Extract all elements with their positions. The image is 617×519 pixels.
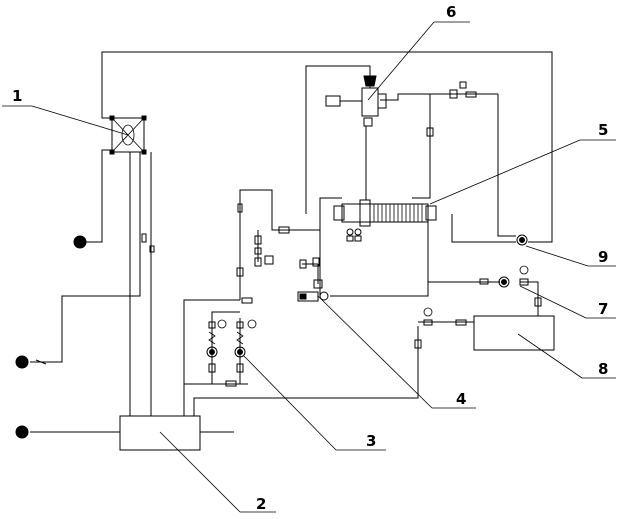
callout-7: 7: [598, 300, 608, 318]
callout-1: 1: [12, 87, 22, 105]
inlet-pumps: [15, 235, 87, 439]
heat-exchanger-5: [333, 199, 437, 242]
top-right-valves: [426, 81, 477, 137]
callout-4: 4: [456, 390, 466, 408]
pump-group-3: [206, 297, 257, 387]
pump-9: [516, 234, 528, 246]
callout-6: 6: [446, 3, 456, 21]
callout-2: 2: [256, 495, 266, 513]
inline-valves: [141, 233, 467, 349]
callout-5: 5: [598, 121, 608, 139]
tank-8: [473, 315, 555, 351]
tank-2: [119, 415, 201, 451]
callout-labels: 1 2 3 4 5 6 7 8 9: [12, 3, 608, 513]
tube-bundle: [373, 204, 423, 222]
valve-column: [236, 203, 290, 277]
pump-7: [479, 265, 542, 307]
callout-9: 9: [598, 248, 608, 266]
callout-3: 3: [366, 432, 376, 450]
callout-8: 8: [598, 360, 608, 378]
separator-6: [325, 75, 387, 127]
leader-lines: [2, 21, 616, 513]
piping-network: [30, 51, 553, 433]
